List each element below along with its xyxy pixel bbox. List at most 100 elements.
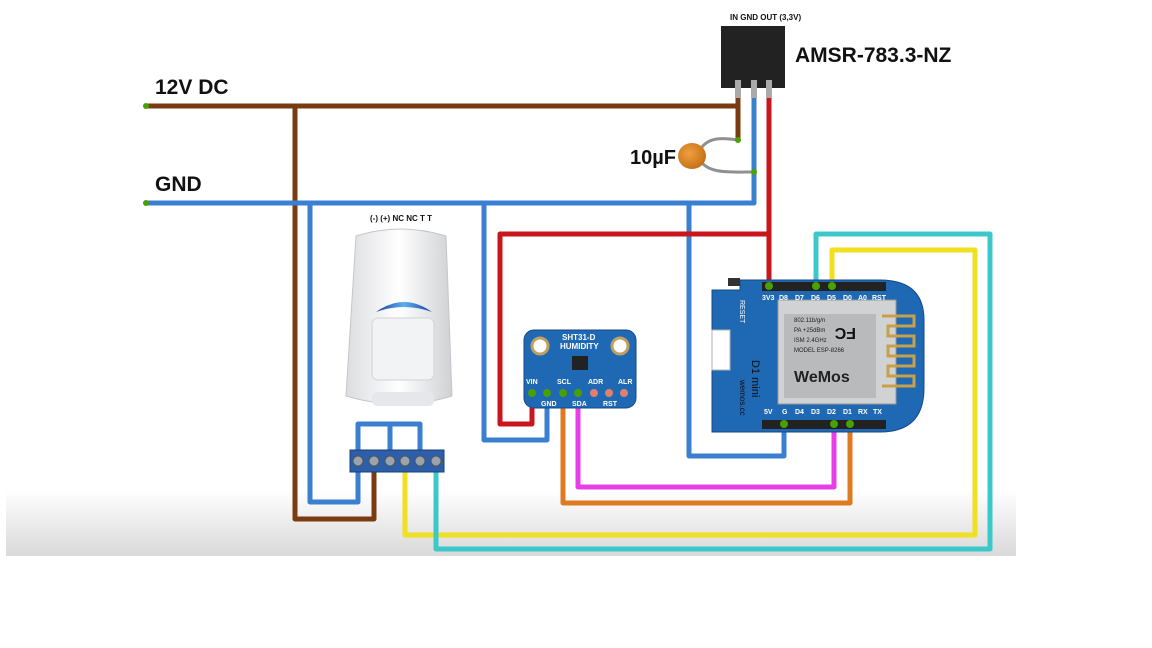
endpoint-gnd bbox=[143, 200, 149, 206]
mcu-header-top bbox=[762, 282, 886, 291]
esp-line2: PA +25dBm bbox=[794, 328, 825, 334]
mcu-site: wemos.cc bbox=[738, 379, 747, 416]
mcu-bottom-pin-label: D1 bbox=[843, 409, 852, 416]
terminal-screw bbox=[352, 455, 364, 467]
mcu-top-pin-label: D6 bbox=[811, 295, 820, 302]
terminal-screw bbox=[368, 455, 380, 467]
esp-line1: 802.11b/g/n bbox=[794, 318, 825, 324]
mcu-bottom-pin-label: TX bbox=[873, 409, 882, 416]
capacitor-leg-top bbox=[698, 137, 740, 152]
capacitor-leg-bottom bbox=[698, 158, 756, 174]
mcu-header-bottom bbox=[762, 420, 886, 429]
wire-gnd-to-pir bbox=[307, 200, 361, 505]
sensor-pin-label: GND bbox=[541, 401, 557, 408]
wires bbox=[143, 85, 993, 552]
pir-base bbox=[372, 392, 434, 406]
mcu-bottom-pin-label: 5V bbox=[764, 409, 773, 416]
wire-pir-jumper-1 bbox=[355, 421, 393, 461]
mcu-bottom-pin-label: RX bbox=[858, 409, 868, 416]
sensor-pad bbox=[574, 389, 582, 397]
sensor-chip bbox=[572, 356, 588, 370]
voltage-regulator: IN GND OUT (3,3V) AMSR-783.3-NZ bbox=[721, 13, 952, 98]
sensor-pin-label: SDA bbox=[572, 401, 587, 408]
mcu-top-pin-label: A0 bbox=[858, 295, 867, 302]
sensor-pad bbox=[605, 389, 613, 397]
capacitor-label: 10µF bbox=[630, 147, 676, 169]
wire-pir-tamper-cyan bbox=[433, 231, 993, 552]
mcu-bottom-pin-label: D2 bbox=[827, 409, 836, 416]
pir-motion-sensor: (-) (+) NC NC T T bbox=[345, 214, 453, 473]
mcu-bottom-pin-label: D3 bbox=[811, 409, 820, 416]
mcu-pin-g bbox=[780, 420, 788, 428]
sensor-pin-label: ALR bbox=[618, 379, 632, 386]
mcu-reset-label: RESET bbox=[738, 300, 745, 324]
mcu-reset-button bbox=[728, 278, 740, 286]
sensor-pin-label: ADR bbox=[588, 379, 603, 386]
terminal-screw bbox=[430, 455, 442, 467]
regulator-leg-gnd bbox=[751, 80, 757, 98]
humidity-sensor-board: SHT31-D HUMIDITY VIN GND SCL SDA ADR ALR… bbox=[523, 329, 637, 409]
mcu-top-pin-label: D8 bbox=[779, 295, 788, 302]
esp-line3: ISM 2.4GHz bbox=[794, 338, 827, 344]
mcu-top-pin-labels: 3V3 D8 D7 D6 D5 D0 A0 RST bbox=[762, 295, 887, 302]
esp-line4: MODEL ESP-8266 bbox=[794, 348, 845, 354]
sensor-pad bbox=[559, 389, 567, 397]
wire-gnd-bus bbox=[143, 85, 757, 206]
sensor-pads bbox=[528, 389, 628, 397]
sensor-pin-label: VIN bbox=[526, 379, 538, 386]
wire-gnd-to-mcu bbox=[686, 200, 787, 459]
mcu-pin-3v3 bbox=[765, 282, 773, 290]
mcu-bottom-pin-label: D4 bbox=[795, 409, 804, 416]
background-floor bbox=[6, 490, 1016, 556]
sensor-name: SHT31-D bbox=[562, 333, 596, 342]
wire-12v-supply bbox=[143, 103, 741, 143]
regulator-leg-out bbox=[766, 80, 772, 98]
sensor-pin-labels: VIN GND SCL SDA ADR ALR RST bbox=[526, 379, 632, 408]
pir-terminal-block bbox=[349, 449, 445, 473]
mcu-pin-d2 bbox=[830, 420, 838, 428]
endpoint-cap-bottom bbox=[751, 169, 757, 175]
mcu-pin-d6 bbox=[812, 282, 820, 290]
sensor-pad bbox=[620, 389, 628, 397]
wire-3v3-to-sensor bbox=[497, 231, 772, 427]
mcu-bottom-pin-label: G bbox=[782, 409, 788, 416]
mcu-top-pin-label: 3V3 bbox=[762, 295, 775, 302]
mcu-pin-d5 bbox=[828, 282, 836, 290]
mcu-bottom-pin-labels: 5V G D4 D3 D2 D1 RX TX bbox=[764, 409, 882, 416]
sensor-pad bbox=[543, 389, 551, 397]
mcu-usb-port bbox=[711, 329, 731, 371]
terminal-screw bbox=[399, 455, 411, 467]
wire-pir-jumper-2 bbox=[387, 421, 423, 461]
sensor-subtitle: HUMIDITY bbox=[560, 342, 599, 351]
capacitor-body bbox=[678, 143, 706, 169]
wire-12v-to-pir bbox=[292, 103, 377, 522]
wire-pir-alarm-yellow bbox=[402, 247, 978, 538]
pir-screw-terminals bbox=[352, 455, 442, 467]
sensor-pad bbox=[590, 389, 598, 397]
sensor-mount-hole-left bbox=[530, 336, 550, 356]
terminal-screw bbox=[414, 455, 426, 467]
terminal-screw bbox=[384, 455, 396, 467]
mcu-top-pin-label: D5 bbox=[827, 295, 836, 302]
esp-fc-logo: FC bbox=[834, 324, 856, 341]
pir-window bbox=[371, 317, 435, 381]
mcu-top-pin-label: D7 bbox=[795, 295, 804, 302]
wire-endpoints bbox=[143, 103, 757, 206]
capacitor: 10µF bbox=[630, 143, 706, 169]
esp-antenna bbox=[882, 314, 916, 388]
regulator-pin-label: IN GND OUT (3,3V) bbox=[730, 13, 801, 22]
pir-terminal-label: (-) (+) NC NC T T bbox=[370, 214, 432, 223]
regulator-leg-in bbox=[735, 80, 741, 98]
regulator-body bbox=[721, 26, 785, 88]
wire-scl bbox=[560, 390, 853, 506]
sensor-pin-label: RST bbox=[603, 401, 618, 408]
sensor-pin-label: SCL bbox=[557, 379, 572, 386]
mcu-pin-dots bbox=[765, 282, 854, 428]
ground-label: GND bbox=[155, 173, 202, 196]
regulator-part-label: AMSR-783.3-NZ bbox=[795, 44, 952, 67]
sensor-pad bbox=[528, 389, 536, 397]
endpoint-12v bbox=[143, 103, 149, 109]
mcu-top-pin-label: D0 bbox=[843, 295, 852, 302]
mcu-pin-d1 bbox=[846, 420, 854, 428]
